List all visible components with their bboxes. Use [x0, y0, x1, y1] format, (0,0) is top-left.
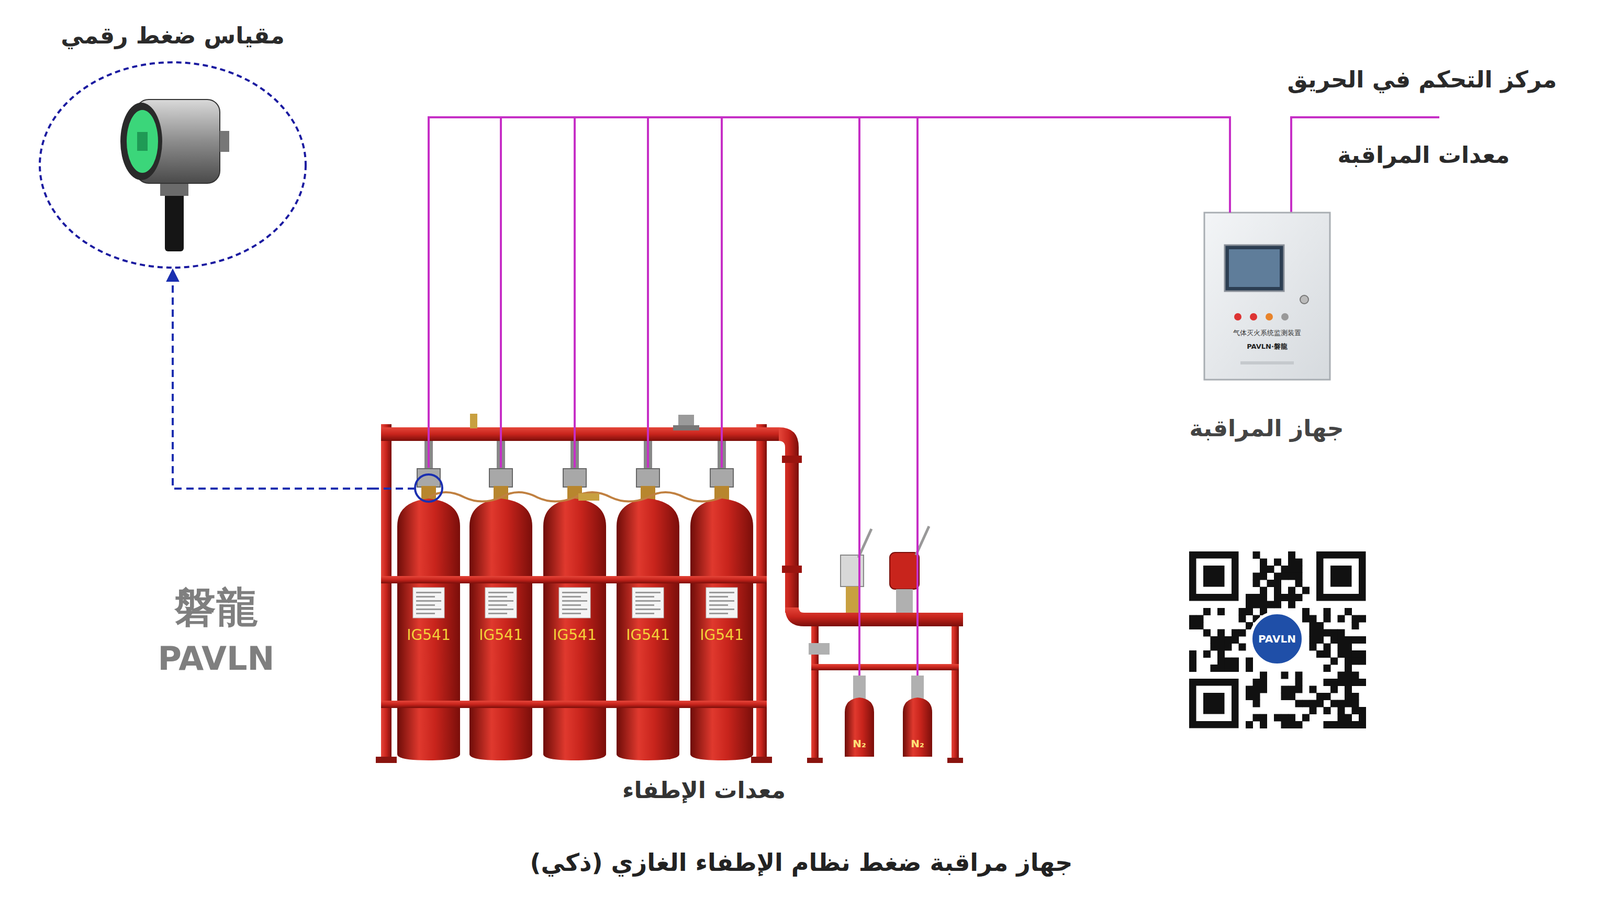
node-label: مقياس ضغط رقمي: [60, 20, 285, 50]
brand-logo: PAVLN: [158, 639, 275, 678]
brand-logo: 磐龍: [174, 582, 259, 633]
frame-bar: [811, 663, 959, 670]
manifold-bend: [785, 607, 964, 626]
frame-foot: [807, 757, 823, 763]
name-plate: [808, 642, 830, 655]
selector-valve: [896, 588, 913, 613]
dashed-ellipse: [36, 20, 309, 270]
check-valve: [578, 493, 600, 501]
monitor-cabinet: [1204, 212, 1330, 380]
bottle-label: N₂: [852, 736, 867, 750]
manifold-bend: [778, 427, 799, 613]
agent-cylinder: [616, 440, 680, 760]
wire-destination: معدات المراقبة: [1337, 141, 1510, 170]
qr-code: [1185, 547, 1370, 732]
rack-post: [381, 423, 392, 762]
agent-cylinder: [690, 440, 754, 760]
caption: جهاز مراقبة ضغط نظام الإطفاء الغازي (ذكي…: [530, 847, 1073, 877]
n2-bottle: [844, 675, 875, 757]
signal-wire: [428, 117, 1230, 414]
frame-post: [951, 625, 959, 762]
panel-text: 气体灭火系统监测装置: [1233, 328, 1302, 338]
flange: [781, 565, 802, 573]
manifold-pipe: [381, 427, 779, 441]
agent-cylinder: [543, 440, 607, 760]
cylinder-label: IG541: [625, 625, 670, 644]
equipment-group: معدات الإطفاء: [374, 413, 1034, 817]
n2-bottle: [902, 675, 933, 757]
rack-foot: [375, 756, 397, 763]
strap: [381, 575, 767, 584]
pilot-tube: [428, 491, 722, 502]
gauge-callout: مقياس ضغط رقمي: [36, 20, 309, 270]
digital-gauge: [120, 99, 230, 252]
frame-foot: [947, 757, 964, 763]
cylinder-label: IG541: [406, 625, 451, 644]
selector-valve: [889, 552, 920, 589]
leader-line: [374, 487, 416, 490]
agent-cylinder: [469, 440, 533, 760]
wire-destination: مركز التحكم في الحريق: [1287, 65, 1557, 94]
flange: [781, 455, 802, 463]
bottle-label: N₂: [910, 736, 925, 750]
node-label: جهاز المراقبة: [1189, 413, 1345, 443]
cylinder-label: IG541: [552, 625, 597, 644]
qr-logo: [1250, 612, 1304, 665]
valve-highlight: [415, 474, 443, 502]
dashed-arrow: [172, 269, 375, 489]
strap: [381, 700, 767, 708]
panel-text: PAVLN·磐龍: [1246, 342, 1288, 351]
cylinder-label: IG541: [699, 625, 744, 644]
rack-foot: [751, 756, 772, 763]
agent-cylinder: [397, 440, 461, 760]
qr-logo-text: PAVLN: [1258, 632, 1296, 645]
pressure-switch: [673, 424, 700, 431]
selector-valve: [845, 586, 859, 613]
rack-post: [756, 423, 767, 762]
safety-valve: [470, 413, 478, 429]
node-label: معدات الإطفاء: [622, 775, 786, 804]
cylinder-label: IG541: [478, 625, 523, 644]
